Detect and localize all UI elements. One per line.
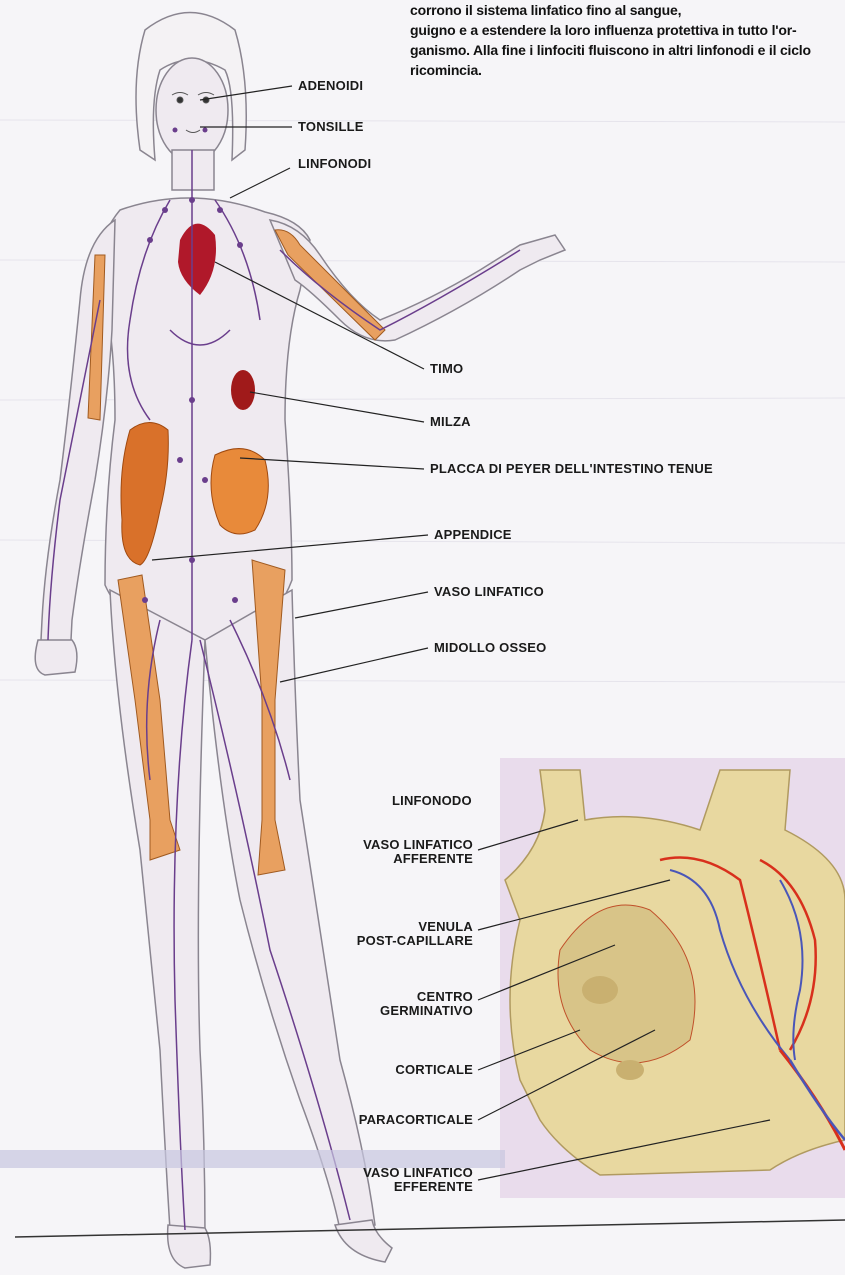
- label-linfonodi: LINFONODI: [298, 157, 371, 171]
- label-efferente: VASO LINFATICO EFFERENTE: [363, 1166, 473, 1194]
- lymph-node-inset: [500, 758, 845, 1198]
- label-timo: TIMO: [430, 362, 463, 376]
- bottom-rule: [15, 1220, 845, 1237]
- inset-title: LINFONODO: [392, 794, 472, 808]
- label-placca: PLACCA DI PEYER DELL'INTESTINO TENUE: [430, 462, 713, 476]
- label-afferente: VASO LINFATICO AFFERENTE: [363, 838, 473, 866]
- label-corticale: CORTICALE: [395, 1063, 473, 1077]
- label-venula: VENULA POST-CAPILLARE: [357, 920, 473, 948]
- label-vaso-linfatico: VASO LINFATICO: [434, 585, 544, 599]
- label-appendice: APPENDICE: [434, 528, 512, 542]
- intro-paragraph: corrono il sistema linfatico fino al san…: [410, 0, 842, 80]
- label-tonsille: TONSILLE: [298, 120, 364, 134]
- label-milza: MILZA: [430, 415, 471, 429]
- label-centro: CENTRO GERMINATIVO: [380, 990, 473, 1018]
- label-paracorticale: PARACORTICALE: [359, 1113, 473, 1127]
- label-midollo: MIDOLLO OSSEO: [434, 641, 546, 655]
- label-adenoidi: ADENOIDI: [298, 79, 363, 93]
